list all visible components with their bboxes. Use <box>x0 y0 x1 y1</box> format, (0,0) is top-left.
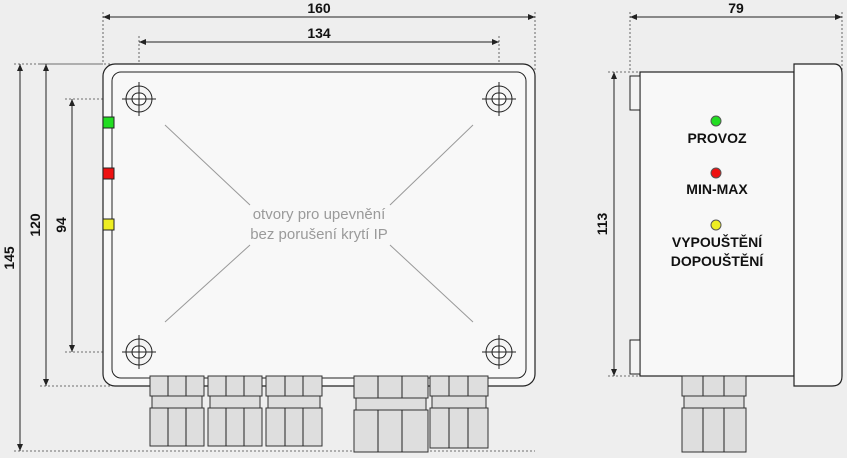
cable-glands <box>149 375 489 453</box>
led-min-max-label: MIN-MAX <box>686 181 748 197</box>
led-provoz <box>710 115 722 127</box>
dim-134-label: 134 <box>307 25 331 41</box>
front-view: 160 134 145 120 <box>1 0 536 453</box>
led-vypousteni <box>710 219 722 231</box>
dim-113: 113 <box>594 71 640 377</box>
dim-145: 145 <box>1 63 535 452</box>
dim-120: 120 <box>27 63 110 387</box>
mounting-hole-tr <box>482 82 516 116</box>
led-dopousteni-label: DOPOUŠTĚNÍ <box>671 252 765 269</box>
led-yellow-edge <box>102 218 115 231</box>
led-green-edge <box>102 116 115 129</box>
led-min-max <box>710 167 722 179</box>
dim-160-label: 160 <box>307 0 331 16</box>
note-line-1: otvory pro upevnění <box>253 206 386 223</box>
dim-79-label: 79 <box>728 0 744 16</box>
led-vypousteni-label: VYPOUŠTĚNÍ <box>672 233 763 250</box>
cable-gland <box>429 375 489 449</box>
led-red-edge <box>102 167 115 180</box>
diagonal-lines <box>164 124 474 323</box>
mounting-hole-bl <box>122 335 156 369</box>
cable-gland <box>353 375 429 453</box>
side-mount-top <box>629 75 641 111</box>
dim-94-label: 94 <box>53 217 69 233</box>
cable-gland <box>265 375 323 447</box>
note-line-2: bez porušení krytí IP <box>250 226 388 243</box>
dim-79: 79 <box>629 0 843 72</box>
cable-gland-side <box>681 375 747 453</box>
side-mount-bottom <box>629 339 641 375</box>
dim-145-label: 145 <box>1 246 17 270</box>
side-view: 79 113 PROVOZ MIN-MAX VYPOUŠTĚNÍ DOPOUŠT… <box>594 0 843 453</box>
led-provoz-label: PROVOZ <box>687 130 747 146</box>
mounting-hole-br <box>482 335 516 369</box>
mounting-hole-tl <box>122 82 156 116</box>
side-lid <box>793 63 843 387</box>
dim-120-label: 120 <box>27 213 43 237</box>
cable-gland <box>207 375 263 447</box>
dim-113-label: 113 <box>594 212 610 235</box>
enclosure-outline <box>102 63 536 387</box>
dim-94: 94 <box>53 98 139 353</box>
cable-gland <box>149 375 205 447</box>
dim-160: 160 <box>102 0 536 70</box>
